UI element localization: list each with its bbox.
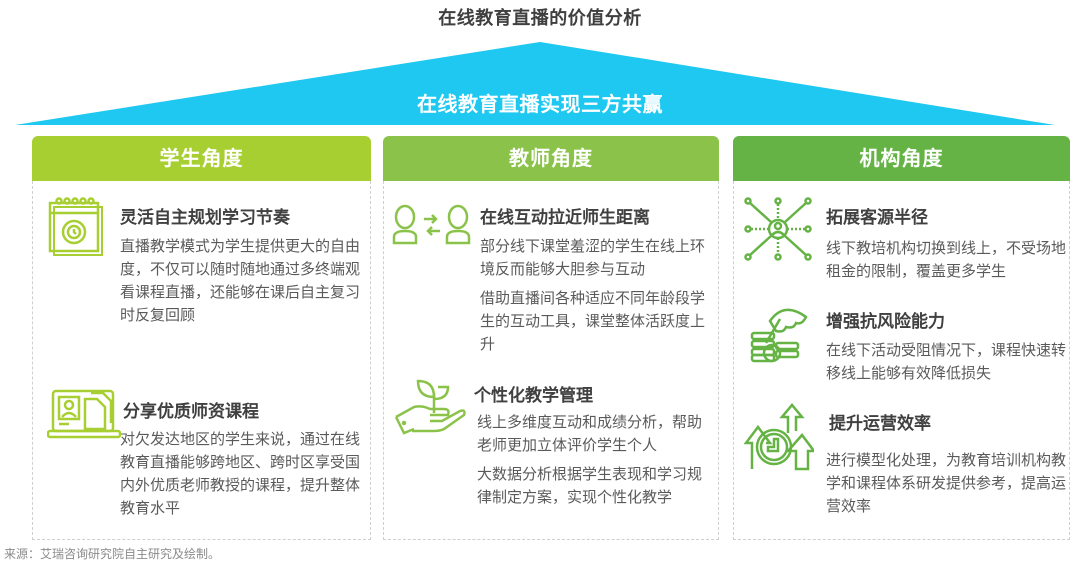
item-text: 线下教培机构切换到线上，不受场地租金的限制，覆盖更多学生 bbox=[826, 239, 1067, 280]
page-title: 在线教育直播的价值分析 bbox=[438, 8, 642, 29]
clock-growth-arrows-icon bbox=[743, 403, 817, 477]
item-title: 分享优质师资课程 bbox=[123, 402, 259, 422]
banner-label: 在线教育直播实现三方共赢 bbox=[417, 92, 663, 116]
column-body-institutions: 拓展客源半径 线下教培机构切换到线上，不受场地租金的限制，覆盖更多学生 bbox=[733, 181, 1070, 540]
laptop-documents-icon bbox=[46, 389, 122, 443]
item-title: 提升运营效率 bbox=[829, 414, 931, 434]
column-header-institutions: 机构角度 bbox=[733, 136, 1070, 181]
item-text: 线上多维度互动和成绩分析，帮助老师更加立体评价学生个人 大数据分析根据学生表现和… bbox=[477, 413, 703, 506]
hand-sprout-icon bbox=[394, 373, 466, 441]
column-teachers: 教师角度 在线互动拉近师生距离 部分线下课堂羞涩的学生在线上环境反而能够大胆参与… bbox=[383, 136, 719, 540]
column-students: 学生角度 灵活自主规划学习节奏 直播教学模式为学生提供更大的自由度，不仅可以随时… bbox=[32, 136, 371, 540]
column-body-teachers: 在线互动拉近师生距离 部分线下课堂羞涩的学生在线上环境反而能够大胆参与互动 借助… bbox=[383, 181, 719, 540]
item-text: 部分线下课堂羞涩的学生在线上环境反而能够大胆参与互动 借助直播间各种适应不同年龄… bbox=[480, 237, 706, 353]
item-title: 个性化教学管理 bbox=[474, 386, 593, 406]
item-title: 灵活自主规划学习节奏 bbox=[120, 208, 290, 228]
umbrella-coins-icon bbox=[750, 303, 808, 367]
source-note: 来源：艾瑞咨询研究院自主研究及绘制。 bbox=[4, 547, 221, 561]
network-user-icon bbox=[744, 197, 812, 265]
triangle-banner bbox=[15, 42, 1055, 125]
column-header-teachers: 教师角度 bbox=[383, 136, 719, 181]
item-title: 增强抗风险能力 bbox=[826, 312, 945, 332]
column-header-students: 学生角度 bbox=[32, 136, 371, 181]
column-institutions: 机构角度 拓展客源半径 bbox=[733, 136, 1070, 540]
item-text: 直播教学模式为学生提供更大的自由度，不仅可以随时随地通过多终端观看课程直播，还能… bbox=[120, 237, 361, 324]
item-title: 拓展客源半径 bbox=[826, 208, 928, 228]
item-text: 对欠发达地区的学生来说，通过在线教育直播能够跨地区、跨时区享受国内外优质老师教授… bbox=[120, 430, 361, 517]
item-text: 在线下活动受阻情况下，课程快速转移线上能够有效降低损失 bbox=[826, 341, 1067, 382]
calendar-clock-icon bbox=[45, 195, 103, 261]
column-body-students: 灵活自主规划学习节奏 直播教学模式为学生提供更大的自由度，不仅可以随时随地通过多… bbox=[32, 181, 371, 540]
item-title: 在线互动拉近师生距离 bbox=[480, 208, 650, 228]
people-exchange-icon bbox=[392, 203, 472, 249]
item-text: 进行模型化处理，为教育培训机构教学和课程体系研发提供参考，提高运营效率 bbox=[826, 451, 1067, 515]
